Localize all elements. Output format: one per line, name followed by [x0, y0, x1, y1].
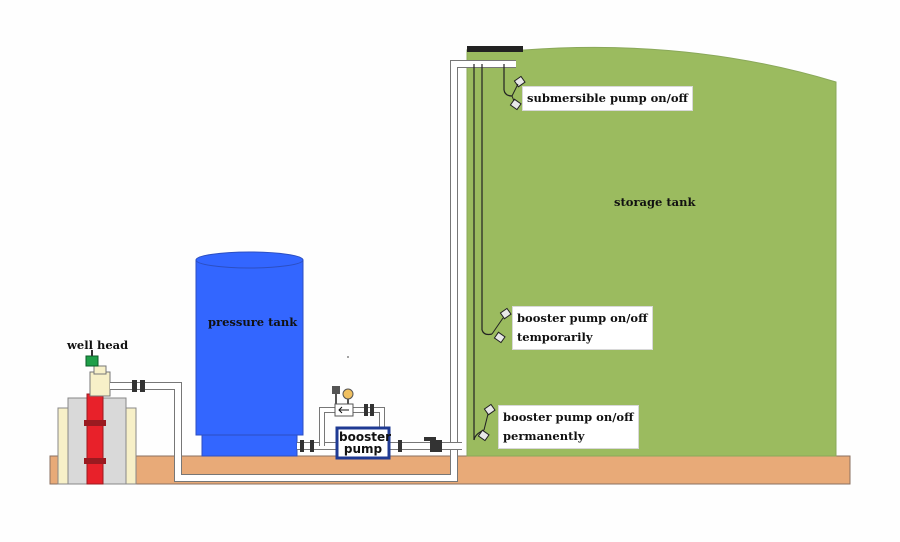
well-head-valve: [85, 355, 99, 367]
pipe-fitting-a: [132, 380, 137, 392]
float-booster-permanent: [477, 403, 496, 442]
tank-outlet-fitting-b: [310, 440, 314, 452]
pressure-gauge-icon: [342, 388, 354, 400]
bypass-fitting: [364, 404, 368, 416]
float-submersible: [503, 75, 526, 111]
label-storage-tank: storage tank: [614, 195, 696, 209]
label-booster-pump-line1: booster: [339, 430, 392, 444]
pressure-tank-shape: [195, 251, 304, 457]
label-well-head: well head: [67, 338, 129, 352]
label-float-permanent-line1: booster pump on/off: [503, 410, 634, 424]
label-booster-pump: booster pump: [339, 430, 392, 456]
storage-tank: [466, 46, 837, 457]
label-float-submersible-text: submersible pump on/off: [527, 91, 688, 105]
label-float-temporary-line1: booster pump on/off: [517, 311, 648, 325]
well-head-fitting-top: [93, 365, 107, 375]
label-float-permanent: booster pump on/off permanently: [498, 405, 639, 449]
label-float-submersible: submersible pump on/off: [522, 86, 693, 111]
tank-outlet-fitting-a: [300, 440, 304, 452]
well-pipe-coupling-upper: [84, 420, 106, 426]
well-pipe-coupling-lower: [84, 458, 106, 464]
well-pipe: [86, 393, 104, 485]
label-float-temporary-line2: temporarily: [517, 330, 593, 344]
label-float-permanent-line2: permanently: [503, 429, 585, 443]
float-switch-cables: [473, 64, 505, 441]
well-head-fitting: [89, 371, 111, 397]
pipe-fitting-b: [140, 380, 145, 392]
pump-outlet-fitting: [398, 440, 402, 452]
booster-pump-box: [335, 426, 391, 460]
label-float-temporary: booster pump on/off temporarily: [512, 306, 653, 350]
label-booster-pump-line2: pump: [343, 442, 383, 456]
pressure-switch: [332, 386, 340, 394]
float-booster-temporary: [491, 307, 512, 344]
tank-hatch: [467, 46, 523, 52]
check-valve: [430, 440, 442, 452]
label-pressure-tank: pressure tank: [208, 315, 298, 329]
flow-arrow-icon: [338, 406, 349, 414]
